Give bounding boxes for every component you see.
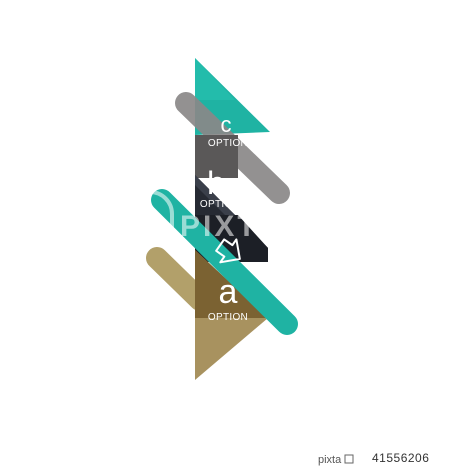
option-a-letter: a xyxy=(219,273,238,311)
option-c-triangle-shade xyxy=(195,58,235,100)
watermark-logo-icon xyxy=(126,190,174,228)
watermark: PIXTA xyxy=(126,190,281,243)
pixta-logo-icon xyxy=(344,454,354,464)
option-b-caption: OPTION xyxy=(200,199,240,210)
option-c-letter: c xyxy=(221,112,232,137)
tan-stripe xyxy=(146,247,211,311)
arrow-right-icon xyxy=(215,238,241,264)
option-b-letter: b xyxy=(207,165,225,201)
option-c-caption: OPTION xyxy=(208,138,248,149)
pixta-logo: pixta xyxy=(318,454,354,466)
watermark-text: PIXTA xyxy=(180,210,281,243)
image-id: 41556206 xyxy=(372,451,430,465)
pixta-logo-text: pixta xyxy=(318,454,342,466)
option-b-panel xyxy=(195,135,238,178)
option-a-caption: OPTION xyxy=(208,312,248,323)
